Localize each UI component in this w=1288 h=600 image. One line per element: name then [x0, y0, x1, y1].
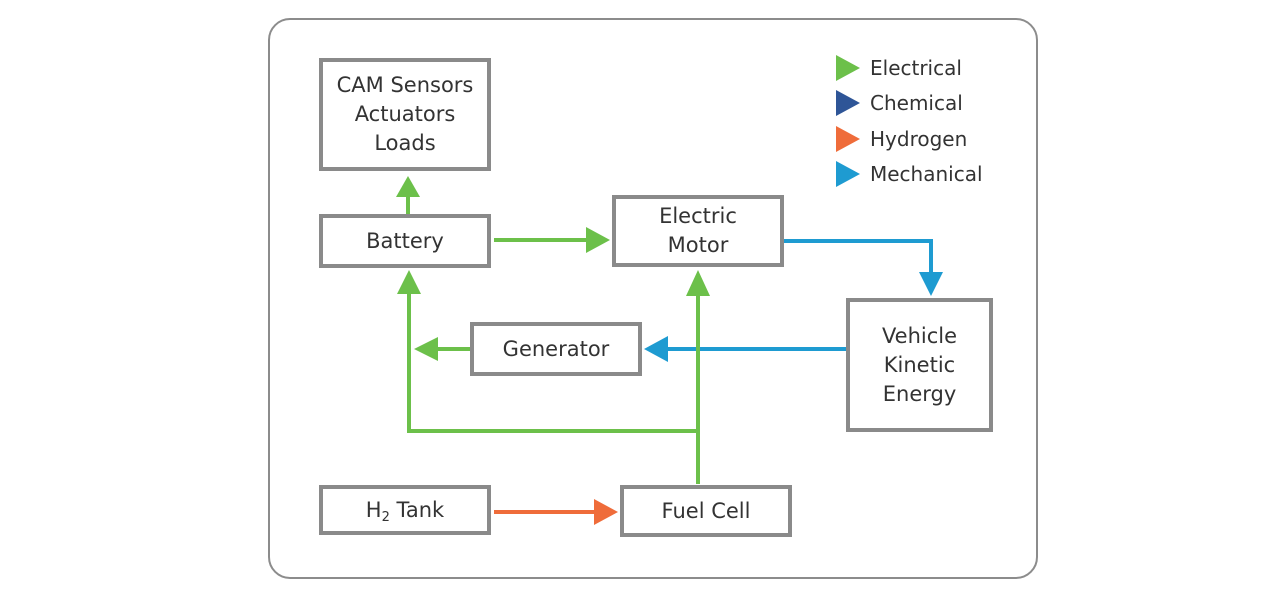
arrow-battery-to-motor [494, 227, 610, 253]
arrow-motor-to-vehicle [784, 239, 943, 296]
cam-line-1: CAM Sensors [336, 73, 474, 97]
legend-item-electrical: Electrical [836, 54, 962, 82]
mechanical-triangle-icon [836, 161, 860, 187]
h2tank-subscript: 2 [381, 509, 390, 525]
node-vehicle-kinetic-energy: Vehicle Kinetic Energy [846, 298, 993, 432]
cam-line-2: Actuators [354, 102, 456, 126]
vehicle-line-2: Kinetic [883, 352, 956, 377]
legend-label-chemical: Chemical [870, 91, 963, 115]
chemical-triangle-icon [836, 90, 860, 116]
node-cam-sensors: CAM Sensors Actuators Loads [319, 58, 491, 171]
arrow-generator-to-battery [414, 337, 470, 361]
node-h2-tank: H2 Tank [319, 485, 491, 535]
arrow-fuelcell-to-motor [686, 270, 710, 431]
vehicle-line-1: Vehicle [881, 323, 958, 348]
motor-line-1: Electric [659, 204, 737, 228]
electrical-triangle-icon [836, 55, 860, 81]
legend-item-hydrogen: Hydrogen [836, 125, 967, 153]
node-battery: Battery [319, 214, 491, 268]
h2tank-prefix: H [365, 497, 382, 522]
legend-label-hydrogen: Hydrogen [870, 127, 968, 151]
h2tank-label: H2 Tank [366, 496, 444, 525]
hydrogen-triangle-icon [836, 126, 860, 152]
arrow-h2tank-to-fuelcell [494, 499, 618, 525]
legend-item-mechanical: Mechanical [836, 160, 983, 188]
generator-label: Generator [502, 336, 610, 361]
cam-line-3: Loads [374, 131, 436, 155]
arrow-battery-to-cam [396, 176, 420, 214]
battery-label: Battery [366, 228, 444, 253]
vehicle-line-3: Energy [882, 381, 957, 406]
legend-label-electrical: Electrical [870, 56, 962, 80]
arrow-fuelcell-to-battery [397, 270, 700, 484]
legend-label-mechanical: Mechanical [870, 162, 983, 186]
node-generator: Generator [470, 322, 642, 376]
h2tank-suffix: Tank [389, 497, 445, 522]
node-fuel-cell: Fuel Cell [620, 485, 792, 537]
arrow-vehicle-to-generator [644, 336, 846, 362]
node-electric-motor: Electric Motor [612, 195, 784, 267]
legend-item-chemical: Chemical [836, 89, 963, 117]
motor-line-2: Motor [667, 233, 729, 257]
fuelcell-label: Fuel Cell [661, 498, 751, 523]
